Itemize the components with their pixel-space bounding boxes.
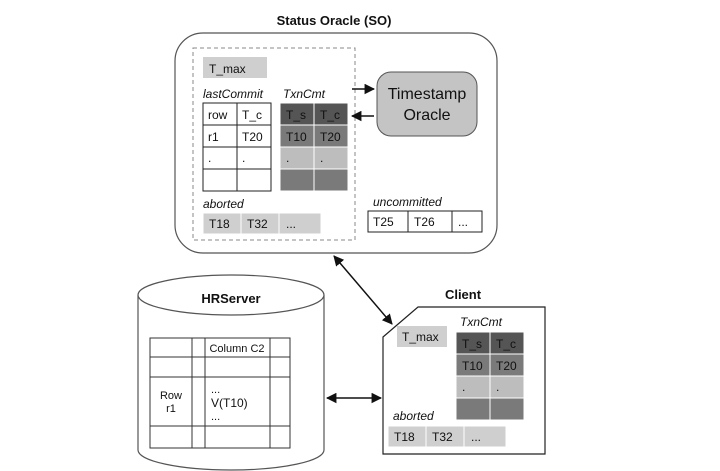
client-txncmt-table	[455, 331, 525, 421]
lc-header-row: row	[208, 108, 228, 122]
hrserver-table	[149, 337, 291, 449]
timestamp-oracle-box	[376, 71, 478, 137]
uncommitted-item: ...	[458, 215, 468, 229]
lc-cell: T20	[242, 130, 263, 144]
so-inner-region	[192, 47, 356, 241]
client-aborted-label: aborted	[393, 409, 434, 423]
hrserver-cell: ...	[211, 384, 220, 396]
hrserver-column-header: Column C2	[209, 343, 264, 355]
so-tc-header: T_s	[286, 108, 306, 122]
client-tc-header: T_c	[496, 337, 516, 351]
lc-cell: r1	[208, 130, 219, 144]
last-commit-table	[202, 102, 272, 192]
uncommitted-list	[367, 210, 483, 233]
so-tc-cell: .	[320, 151, 323, 165]
client-txncmt-label: TxnCmt	[460, 315, 503, 329]
so-title: Status Oracle (SO)	[277, 13, 392, 28]
lc-header-tc: T_c	[242, 108, 262, 122]
so-txncmt-table	[279, 102, 349, 192]
client-tc-cell: T20	[496, 359, 517, 373]
so-tc-cell: .	[286, 151, 289, 165]
uncommitted-item: T25	[373, 215, 394, 229]
arrow-so-client	[333, 255, 393, 325]
hrserver-row-label: Row	[160, 390, 182, 402]
so-aborted-label: aborted	[203, 197, 244, 211]
client-tmax-box	[397, 326, 447, 347]
client-tc-cell: .	[496, 380, 499, 394]
so-txncmt-label: TxnCmt	[283, 87, 326, 101]
hrserver-title: HRServer	[201, 291, 260, 306]
client-tmax-label: T_max	[402, 330, 439, 344]
lc-cell: .	[242, 151, 245, 165]
hrserver-cell: ...	[211, 411, 220, 423]
uncommitted-label: uncommitted	[373, 195, 442, 209]
so-aborted-item: T32	[247, 217, 268, 231]
hrserver-cylinder-body	[137, 295, 325, 471]
hrserver-cell-value: V(T10)	[211, 396, 248, 410]
so-tmax-box	[203, 57, 267, 78]
client-tc-header: T_s	[462, 337, 482, 351]
client-aborted-item: T32	[432, 430, 453, 444]
lc-cell: .	[208, 151, 211, 165]
hrserver-cylinder-top	[137, 274, 325, 316]
uncommitted-item: T26	[414, 215, 435, 229]
so-aborted-item: ...	[286, 217, 296, 231]
so-aborted-item: T18	[209, 217, 230, 231]
client-tc-cell: .	[462, 380, 465, 394]
so-tc-header: T_c	[320, 108, 340, 122]
client-aborted-item: ...	[471, 430, 481, 444]
so-aborted-list	[202, 212, 322, 235]
so-tmax-label: T_max	[209, 62, 246, 76]
timestamp-oracle-line2: Oracle	[403, 107, 450, 124]
timestamp-oracle-line1: Timestamp	[388, 86, 467, 103]
client-aborted-item: T18	[394, 430, 415, 444]
client-tc-cell: T10	[462, 359, 483, 373]
client-aborted-list	[387, 425, 507, 448]
last-commit-label: lastCommit	[203, 87, 264, 101]
so-tc-cell: T20	[320, 130, 341, 144]
hrserver-row-label-sub: r1	[166, 403, 176, 415]
so-tc-cell: T10	[286, 130, 307, 144]
client-title: Client	[445, 287, 482, 302]
